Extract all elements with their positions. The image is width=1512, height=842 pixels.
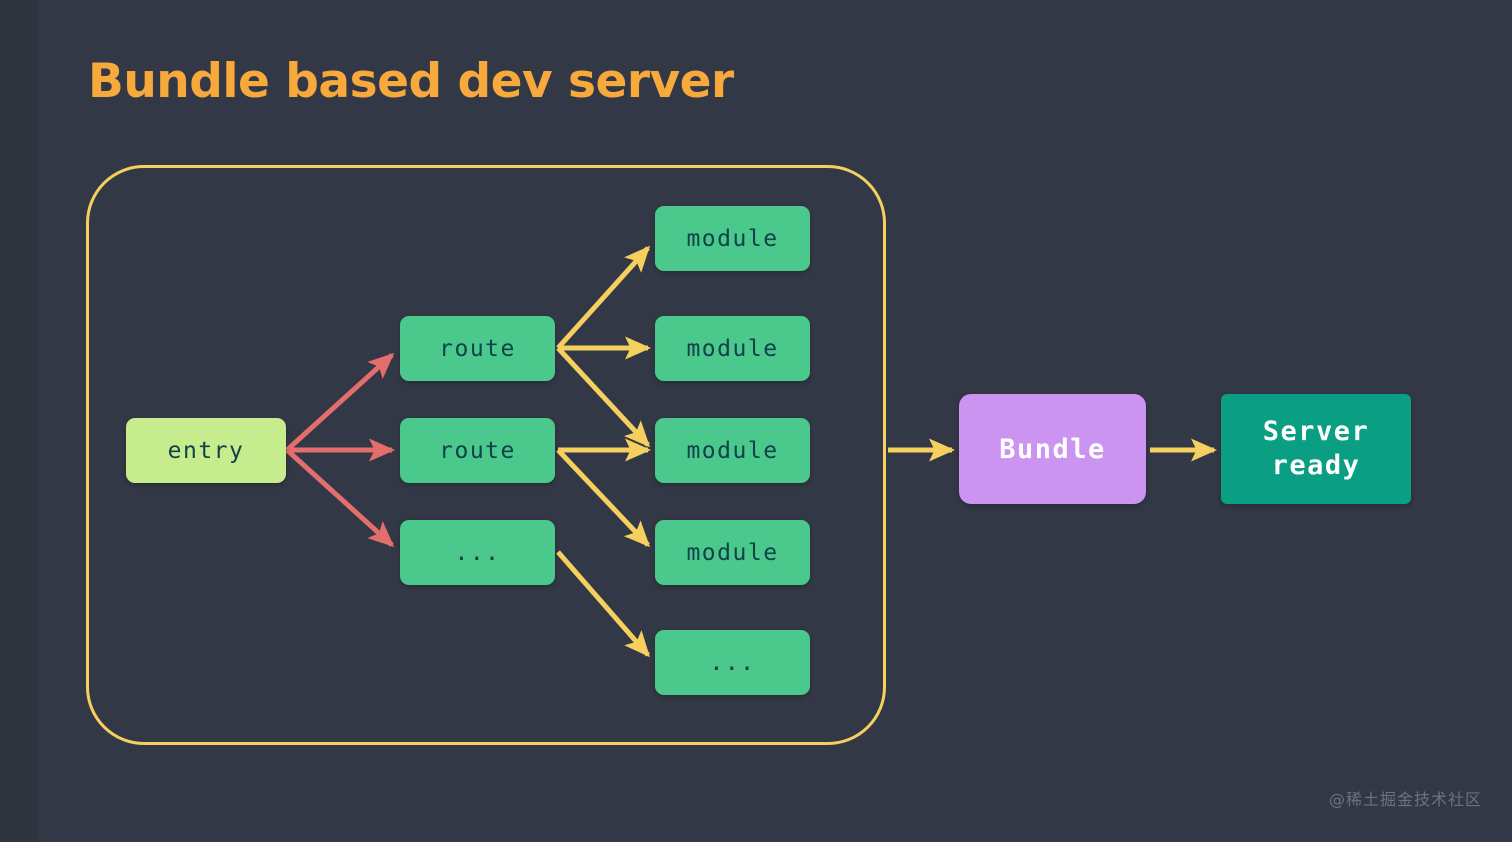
node-module-2[interactable]: module: [655, 316, 810, 381]
left-gutter-strip: [0, 0, 38, 842]
node-module-ellipsis[interactable]: ...: [655, 630, 810, 695]
node-route-2[interactable]: route: [400, 418, 555, 483]
bundle-graph-group: [86, 165, 886, 745]
node-entry[interactable]: entry: [126, 418, 286, 483]
node-bundle[interactable]: Bundle: [959, 394, 1146, 504]
node-route-1[interactable]: route: [400, 316, 555, 381]
node-route-ellipsis[interactable]: ...: [400, 520, 555, 585]
watermark: @稀土掘金技术社区: [1328, 790, 1482, 809]
node-module-1[interactable]: module: [655, 206, 810, 271]
node-server-ready[interactable]: Server ready: [1221, 394, 1411, 504]
node-module-3[interactable]: module: [655, 418, 810, 483]
node-module-4[interactable]: module: [655, 520, 810, 585]
page-title: Bundle based dev server: [88, 54, 734, 109]
